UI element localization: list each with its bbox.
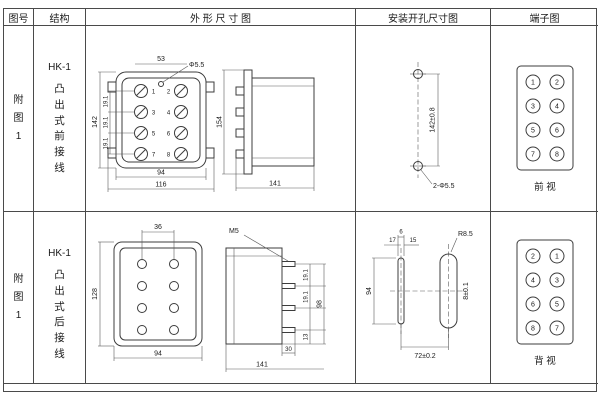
relay-dimension-table: 图号 结构 外 形 尺 寸 图 安装开孔尺寸图 端子图 附图1 HK-1 凸出式… [3,8,598,392]
terminal-pin: 3 [555,278,559,285]
header-outline-dims: 外 形 尺 寸 图 [86,9,356,26]
dim-hole-5-5: Φ5.5 [189,62,204,69]
terminal-pin: 5 [531,128,535,135]
dim-142: 142 [92,116,99,128]
row1-model-label: HK-1 [48,62,71,73]
dim-98: 98 [317,300,324,308]
dim-94-width: 94 [154,351,162,358]
terminal-number: 7 [152,152,156,158]
terminal-diagram-front: 1 2 3 4 5 6 7 8 前 视 [516,65,574,193]
dim-94-height: 94 [366,287,373,295]
mounting-holes-drawing: 142±0.8 2-Φ5.5 [410,62,455,190]
terminal-diagram-rear: 2 1 4 3 6 5 8 7 背 视 [516,239,574,367]
dim-154: 154 [217,116,224,128]
rear-side-dimensions: M5 19.1 19.1 13 98 30 141 [225,228,326,372]
terminal-circles-rear: 2 1 4 3 6 5 8 7 [525,248,565,336]
dim-141: 141 [269,181,281,188]
terminal-pin: 8 [531,326,535,333]
row2-structure-cell: HK-1 凸出式后接线 [34,212,86,384]
rear-wiring-outline-drawing: 36 128 94 M5 [92,224,326,372]
row2-terminal-cell: 2 1 4 3 6 5 8 7 背 视 [491,212,598,384]
row1-structure-cell: HK-1 凸出式前接线 [34,26,86,212]
row1-mounting-cell: 142±0.8 2-Φ5.5 [356,26,491,212]
front-wiring-mounting-drawing: 142±0.8 2-Φ5.5 [410,62,455,190]
terminal-number: 6 [167,131,171,137]
front-view-dimensions: 53 Φ5.5 142 19.1 19.1 19.1 94 [92,56,215,192]
row1-terminal-cell: 1 2 3 4 5 6 7 8 前 视 [491,26,598,212]
terminal-pin: 1 [531,80,535,87]
rear-view-dimensions: 36 128 94 [92,224,203,361]
row1-outline-cell: 1 2 3 4 5 6 7 8 53 Φ5.5 142 [86,26,356,212]
terminal-pin: 7 [531,152,535,159]
relay-rear-side-view [225,247,296,345]
dim-6: 6 [399,230,403,236]
dim-141: 141 [256,362,268,369]
dim-142-tol: 142±0.8 [430,107,437,132]
dim-r8-5: R8.5 [458,231,473,238]
terminal-number: 5 [152,131,156,137]
row2-figure-label: 附图1 [13,273,24,321]
terminal-number: 2 [167,89,171,95]
dim-94: 94 [157,170,165,177]
terminal-number: 4 [167,110,171,116]
relay-front-view: 1 2 3 4 5 6 7 8 [107,71,215,169]
dim-116: 116 [155,182,166,189]
dim-72-span: 72±0.2 [414,353,435,360]
row2-outline-cell: 36 128 94 M5 [86,212,356,384]
dim-17: 17 [389,238,396,244]
terminal-number: 1 [152,89,156,95]
terminal-pin: 2 [555,80,559,87]
side-view-dimensions: 154 141 [217,69,315,191]
terminal-pin: 7 [555,326,559,333]
dim-pitch-19-1: 19.1 [304,269,310,281]
terminal-pin: 4 [531,278,535,285]
mounting-slot-dimensions: 17 6 15 94 R8.5 8±0.1 72±0.2 [366,230,473,361]
row2-model-label: HK-1 [48,248,71,259]
dim-pitch-19-1: 19.1 [104,137,110,149]
dim-pitch-19-1: 19.1 [104,95,110,107]
dim-13: 13 [304,333,310,340]
row1-figure-label: 附图1 [13,94,24,142]
terminal-pin: 6 [555,128,559,135]
dim-m5-screw: M5 [229,228,239,235]
front-wiring-outline-drawing: 1 2 3 4 5 6 7 8 53 Φ5.5 142 [92,56,315,192]
dim-53: 53 [157,56,165,63]
table-footer-strip [4,384,598,391]
view-label-front: 前 视 [534,181,556,193]
dim-2-holes-5-5: 2-Φ5.5 [433,183,455,190]
terminal-pin: 1 [555,254,559,261]
terminal-number: 3 [152,110,156,116]
terminal-pin: 4 [555,104,559,111]
header-terminal-diagram: 端子图 [491,9,598,26]
rear-wiring-mounting-drawing: 17 6 15 94 R8.5 8±0.1 72±0.2 [366,230,473,361]
dim-slot-8: 8±0.1 [463,282,470,300]
terminal-circles-front: 1 2 3 4 5 6 7 8 [525,74,565,162]
row2-figure-cell: 附图1 [4,212,34,384]
row1-structure-desc: 凸出式前接线 [54,83,65,174]
mounting-slots-drawing [390,244,466,338]
terminal-pin: 6 [531,302,535,309]
row1-figure-cell: 附图1 [4,26,34,212]
relay-side-view [235,69,315,175]
dim-15: 15 [410,238,417,244]
terminal-number: 8 [167,152,171,158]
dim-pitch-19-1: 19.1 [304,291,310,303]
view-label-rear: 背 视 [534,355,556,367]
header-structure: 结构 [34,9,86,26]
header-mounting-dims: 安装开孔尺寸图 [356,9,491,26]
dim-30: 30 [285,347,292,353]
header-figure-no: 图号 [4,9,34,26]
terminal-pin: 8 [555,152,559,159]
dim-36: 36 [154,224,162,231]
row2-mounting-cell: 17 6 15 94 R8.5 8±0.1 72±0.2 [356,212,491,384]
row2-structure-desc: 凸出式后接线 [54,269,65,360]
relay-rear-view [113,241,203,347]
terminal-pin: 3 [531,104,535,111]
terminal-pin: 5 [555,302,559,309]
terminal-pin: 2 [531,254,535,261]
dim-pitch-19-1: 19.1 [104,116,110,128]
dim-128: 128 [92,288,99,300]
